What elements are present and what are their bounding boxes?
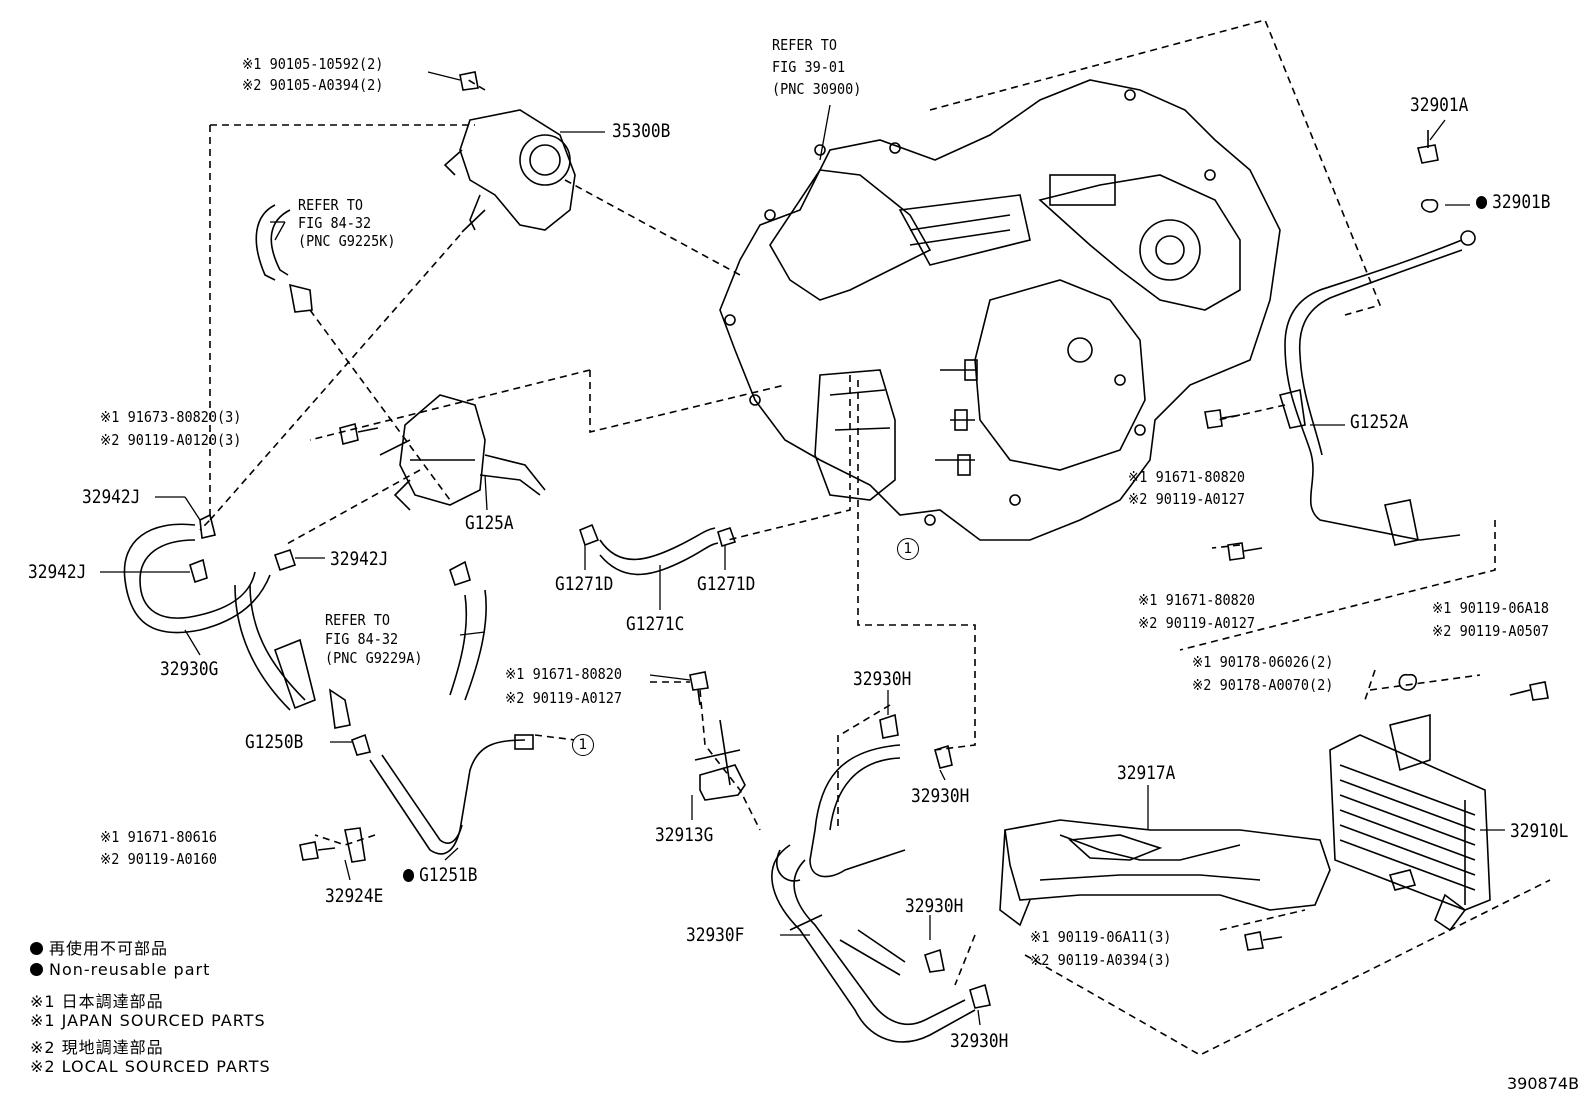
fastener-right-a-jp: ※1 91671-80820 xyxy=(1128,468,1245,486)
bolts xyxy=(299,71,1549,951)
non-reusable-dot-icon xyxy=(30,963,43,976)
ref-fig-39-01-line1: REFER TO xyxy=(772,36,838,54)
part-label-32930H-bottom: 32930H xyxy=(950,1030,1009,1052)
part-label-32930H-top: 32930H xyxy=(853,668,912,690)
fastener-right-a-local: ※2 90119-A0127 xyxy=(1128,490,1245,508)
ref-fig-39-01-line2: FIG 39-01 xyxy=(772,58,846,76)
part-label-32942J-mid: 32942J xyxy=(330,548,389,570)
part-label-32942J-left: 32942J xyxy=(28,561,87,583)
pipe-G1252A xyxy=(1278,230,1476,546)
part-label-G1252A: G1252A xyxy=(1350,411,1409,433)
non-reusable-dot-icon xyxy=(1476,196,1488,209)
fastener-mid-local: ※2 90119-A0127 xyxy=(505,689,622,707)
hose-clips xyxy=(189,513,991,1009)
legend-japan-sourced-en: ※1 JAPAN SOURCED PARTS xyxy=(30,1011,266,1030)
ref-fig-84-32-a-line3: (PNC G9225K) xyxy=(298,232,396,250)
part-label-32930F: 32930F xyxy=(686,924,745,946)
fastener-nut-jp: ※1 90178-06026(2) xyxy=(1192,653,1334,671)
fastener-left-local: ※2 90119-A0120(3) xyxy=(100,431,242,449)
fastener-top-local: ※2 90105-A0394(2) xyxy=(242,76,384,94)
legend-local-sourced-en: ※2 LOCAL SOURCED PARTS xyxy=(30,1057,271,1076)
fastener-right-b-local: ※2 90119-A0127 xyxy=(1138,614,1255,632)
part-label-G1271C: G1271C xyxy=(626,613,685,635)
fastener-right-b-jp: ※1 91671-80820 xyxy=(1138,591,1255,609)
cooler-32910L xyxy=(1329,713,1491,932)
fastener-duct-local: ※2 90119-A0394(3) xyxy=(1030,951,1172,969)
fastener-nut-local: ※2 90178-A0070(2) xyxy=(1192,676,1334,694)
assembly-dashed-frame xyxy=(199,19,1551,1056)
ref-fig-84-32-b-line2: FIG 84-32 xyxy=(325,630,399,648)
figure-id: 390874B xyxy=(1507,1074,1580,1093)
pipe-G1251B xyxy=(369,734,534,855)
ref-fig-84-32-b-line3: (PNC G9229A) xyxy=(325,649,423,667)
part-label-G1271D-right: G1271D xyxy=(697,573,756,595)
sensor-35300B xyxy=(443,109,576,233)
part-label-32910L: 32910L xyxy=(1510,820,1569,842)
non-reusable-dot-icon xyxy=(30,942,43,955)
hose-ref-84-32-top xyxy=(255,204,313,313)
part-label-32901B: 32901B xyxy=(1476,193,1550,212)
legend-non-reusable-en: Non-reusable part xyxy=(30,960,210,979)
fastener-cooler-jp: ※1 90119-06A18 xyxy=(1432,599,1549,617)
part-label-32942J-left-top: 32942J xyxy=(82,486,141,508)
fastener-left-jp: ※1 91673-80820(3) xyxy=(100,408,242,426)
part-label-G125A: G125A xyxy=(465,512,514,534)
part-label-G1251B-text: G1251B xyxy=(419,864,478,886)
callout-marker-a: 1 xyxy=(897,538,919,560)
part-label-32913G: 32913G xyxy=(655,824,714,846)
legend-text: 再使用不可部品 xyxy=(49,939,169,958)
part-label-G1271D-left: G1271D xyxy=(555,573,614,595)
legend-non-reusable-jp: 再使用不可部品 xyxy=(30,935,168,959)
fastener-mid-jp: ※1 91671-80820 xyxy=(505,665,622,683)
transaxle-housing xyxy=(719,79,1281,541)
legend-japan-sourced-jp: ※1 日本調達部品 xyxy=(30,992,164,1011)
non-reusable-dot-icon xyxy=(403,869,415,882)
duct-32917A xyxy=(999,819,1331,927)
part-label-32930H-low: 32930H xyxy=(905,895,964,917)
fastener-low-local: ※2 90119-A0160 xyxy=(100,850,217,868)
legend-local-sourced-jp: ※2 現地調達部品 xyxy=(30,1038,164,1057)
bracket-32913G xyxy=(694,719,746,801)
atf-warmer xyxy=(379,394,546,511)
ref-fig-84-32-a-line2: FIG 84-32 xyxy=(298,214,372,232)
part-label-32924E: 32924E xyxy=(325,885,384,907)
part-label-32930G: 32930G xyxy=(160,658,219,680)
fastener-duct-jp: ※1 90119-06A11(3) xyxy=(1030,928,1172,946)
hose-G1271C xyxy=(599,527,719,576)
ref-fig-39-01-line3: (PNC 30900) xyxy=(772,80,862,98)
part-label-32917A: 32917A xyxy=(1117,762,1176,784)
clamp-32924E xyxy=(344,827,366,863)
hose-ref-84-32-mid xyxy=(328,589,487,729)
part-label-32901A: 32901A xyxy=(1410,94,1469,116)
ref-fig-84-32-b-line1: REFER TO xyxy=(325,611,391,629)
fastener-low-jp: ※1 91671-80616 xyxy=(100,828,217,846)
part-label-35300B: 35300B xyxy=(612,120,671,142)
legend-text: Non-reusable part xyxy=(49,960,211,979)
fastener-cooler-local: ※2 90119-A0507 xyxy=(1432,622,1549,640)
callout-marker-b: 1 xyxy=(572,734,594,756)
part-label-32930H-mid: 32930H xyxy=(911,785,970,807)
hose-32930F xyxy=(771,744,976,1043)
hose-32930G xyxy=(123,523,316,711)
part-label-G1251B: G1251B xyxy=(403,866,477,885)
leader-lines xyxy=(100,71,1505,1026)
fastener-top-jp: ※1 90105-10592(2) xyxy=(242,55,384,73)
ref-fig-84-32-a-line1: REFER TO xyxy=(298,196,364,214)
part-label-G1250B: G1250B xyxy=(245,731,304,753)
part-label-32901B-text: 32901B xyxy=(1492,191,1551,213)
